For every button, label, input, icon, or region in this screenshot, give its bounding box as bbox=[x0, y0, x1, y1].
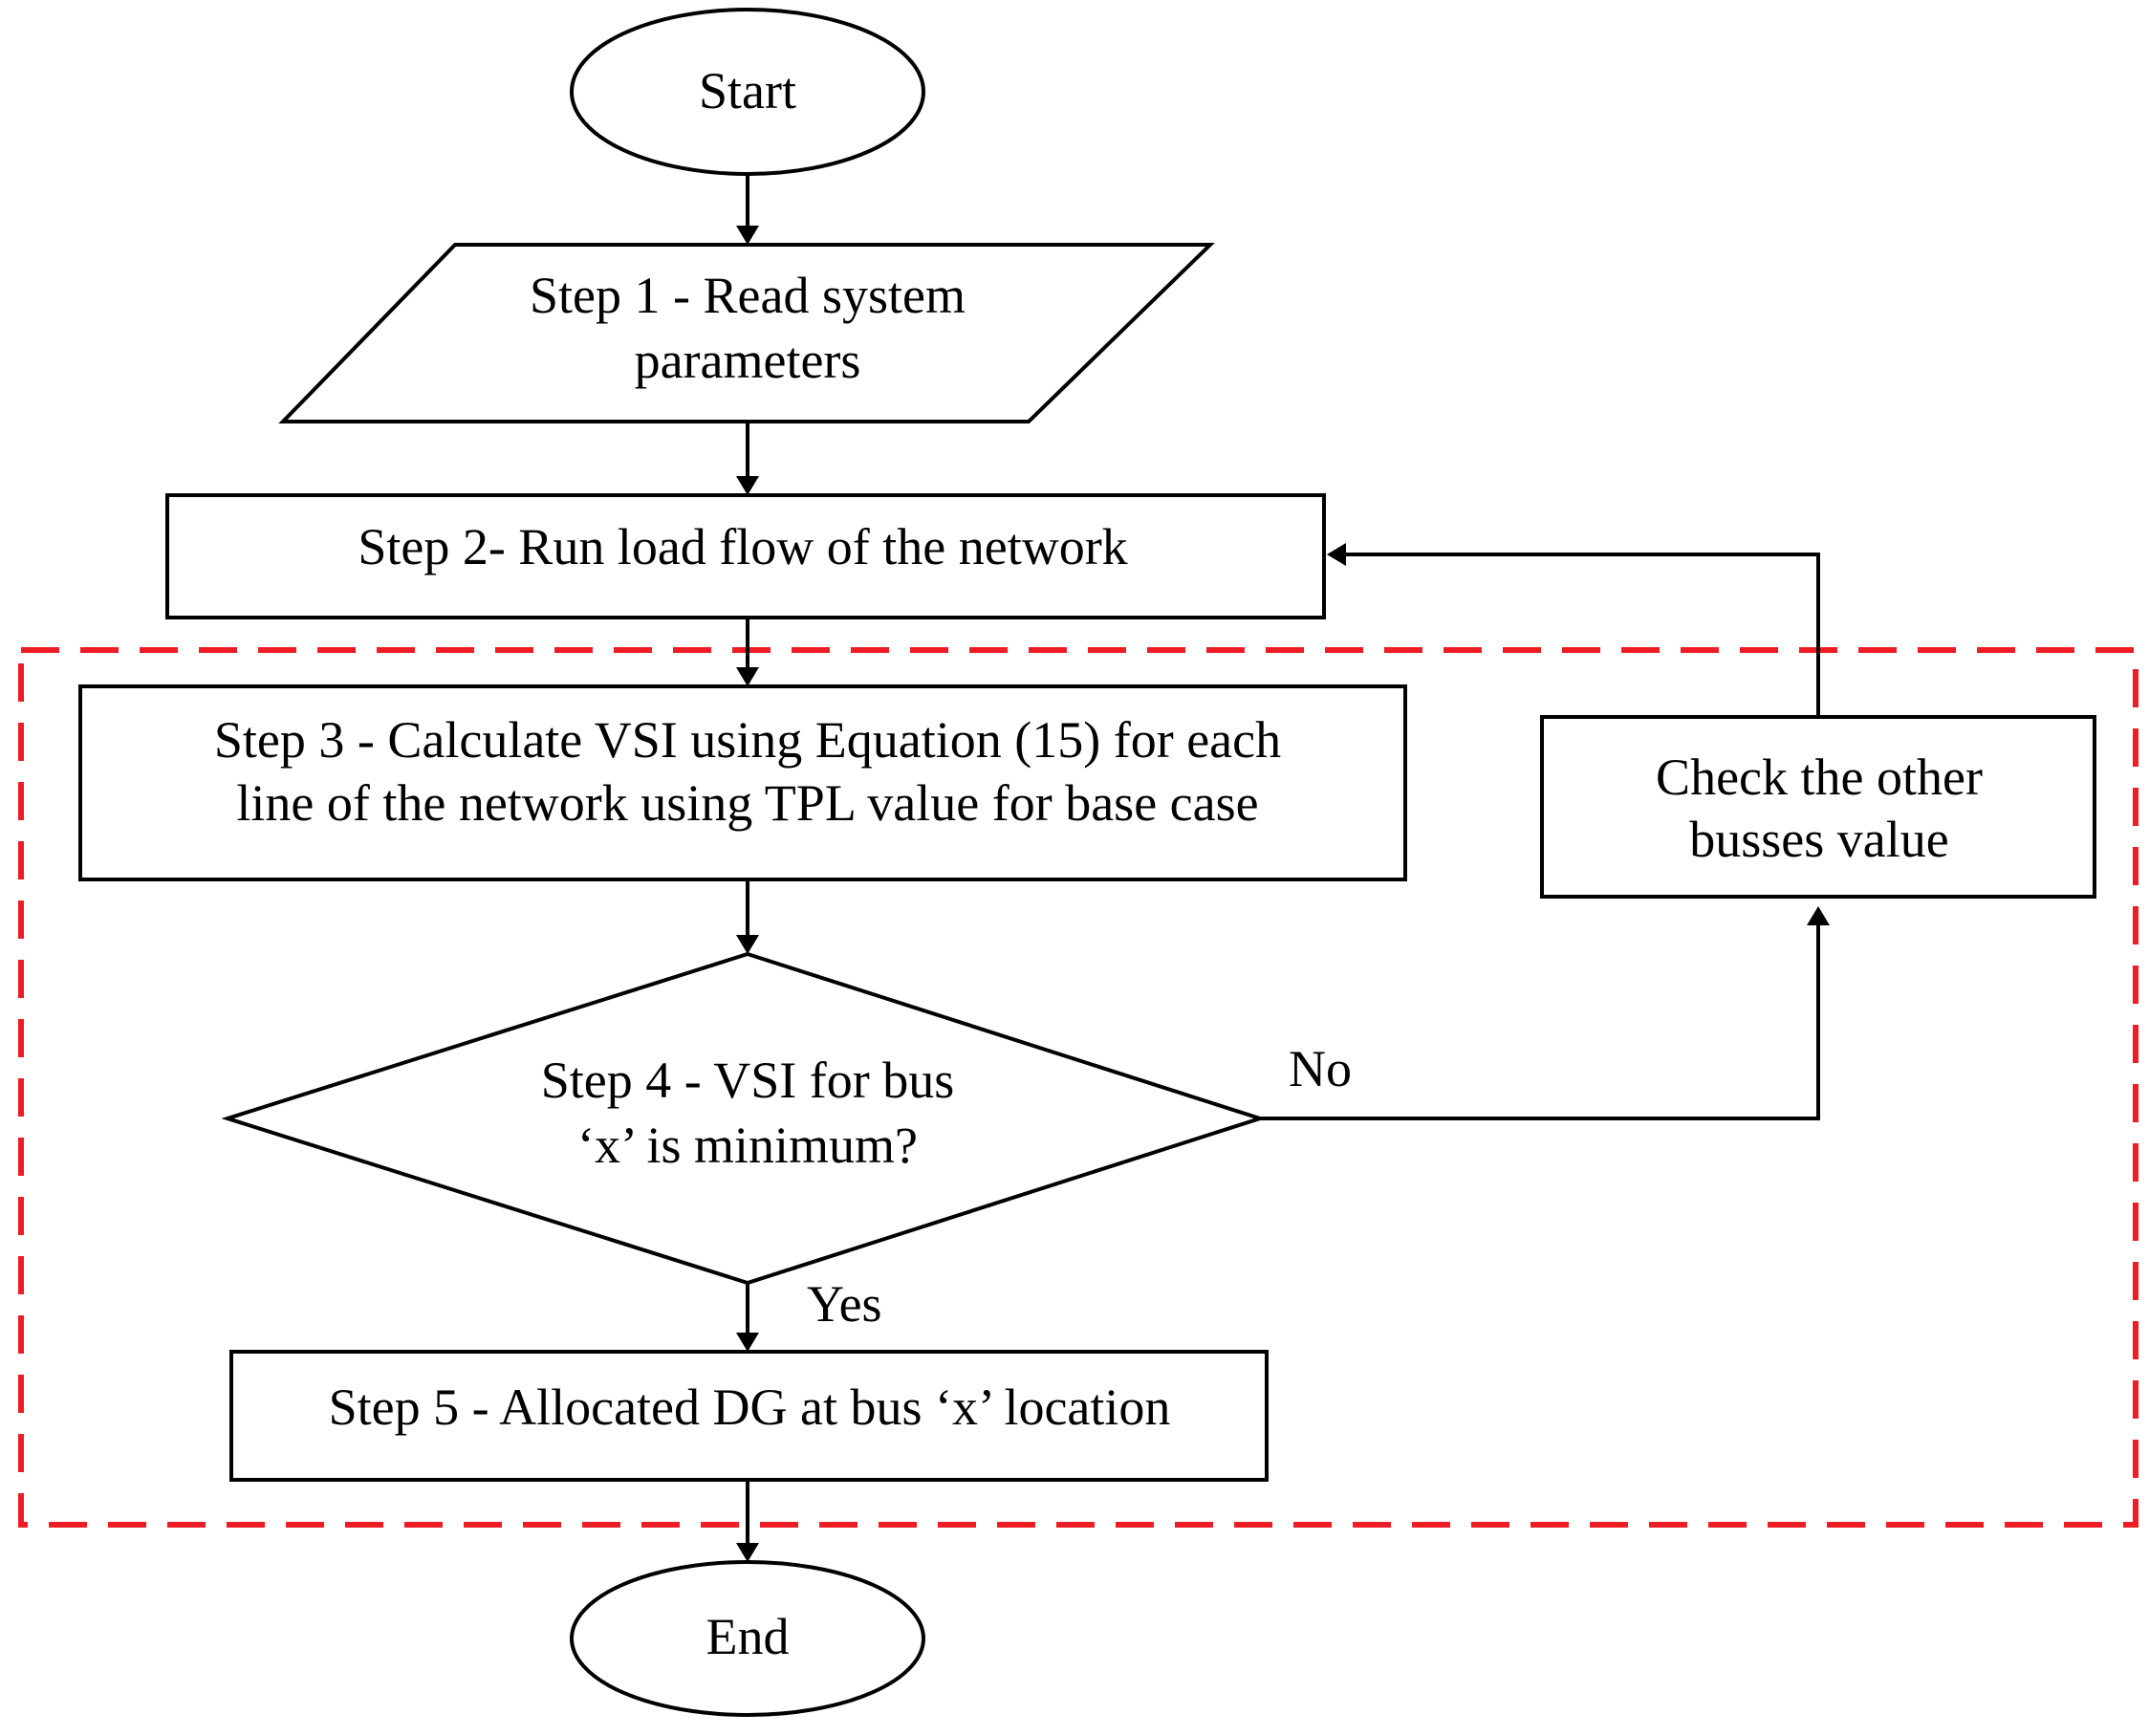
start-label: Start bbox=[699, 62, 796, 119]
end-terminator bbox=[570, 1560, 925, 1717]
edge-label-yes: Yes bbox=[807, 1275, 882, 1333]
arrowhead-icon bbox=[736, 935, 759, 954]
arrowhead-icon bbox=[1327, 543, 1346, 566]
node-step5: Step 5 - Allocated DG at bus ‘x’ locatio… bbox=[229, 1350, 1269, 1482]
connectors bbox=[736, 174, 1830, 1562]
step3-box bbox=[78, 684, 1407, 881]
node-step3: Step 3 - Calculate VSI using Equation (1… bbox=[78, 684, 1407, 881]
arrowhead-icon bbox=[1807, 906, 1830, 925]
node-step2: Step 2- Run load flow of the network bbox=[165, 493, 1326, 619]
node-step1: Step 1 - Read system parameters bbox=[278, 243, 1215, 423]
step1-label-line-1: Step 1 - Read system bbox=[530, 267, 966, 324]
highlight-region bbox=[18, 647, 2138, 1528]
arrowhead-icon bbox=[736, 667, 759, 686]
arrowhead-icon bbox=[736, 1543, 759, 1562]
arrowhead-icon bbox=[736, 1333, 759, 1352]
end-label: End bbox=[706, 1608, 790, 1665]
node-start: Start bbox=[570, 8, 925, 176]
step4-label-line-2: ‘x’ is minimum? bbox=[577, 1117, 918, 1174]
arrowhead-icon bbox=[736, 476, 759, 495]
edge-label-no: No bbox=[1289, 1040, 1352, 1097]
node-check: Check the other busses value bbox=[1540, 715, 2096, 899]
start-terminator bbox=[570, 8, 925, 176]
edge-step4-check bbox=[1260, 922, 1820, 1120]
edge-check-step2 bbox=[1342, 553, 1820, 715]
step2-box bbox=[165, 493, 1326, 619]
step5-label: Step 5 - Allocated DG at bus ‘x’ locatio… bbox=[329, 1378, 1171, 1436]
step1-parallelogram bbox=[278, 243, 1215, 423]
arrowhead-icon bbox=[736, 226, 759, 245]
check-label-line-2: busses value bbox=[1689, 811, 1948, 868]
node-end: End bbox=[570, 1560, 925, 1717]
node-step4: Step 4 - VSI for bus ‘x’ is minimum? bbox=[221, 951, 1267, 1286]
step1-label-line-2: parameters bbox=[635, 332, 861, 389]
step3-label-line-2: line of the network using TPL value for … bbox=[236, 774, 1258, 832]
step5-box bbox=[229, 1350, 1269, 1482]
step4-label-line-1: Step 4 - VSI for bus bbox=[541, 1052, 955, 1109]
check-label-line-1: Check the other bbox=[1656, 749, 1983, 806]
check-box bbox=[1540, 715, 2096, 899]
step2-label: Step 2- Run load flow of the network bbox=[358, 518, 1127, 575]
step4-diamond bbox=[221, 951, 1267, 1286]
step3-label-line-1: Step 3 - Calculate VSI using Equation (1… bbox=[214, 711, 1281, 769]
